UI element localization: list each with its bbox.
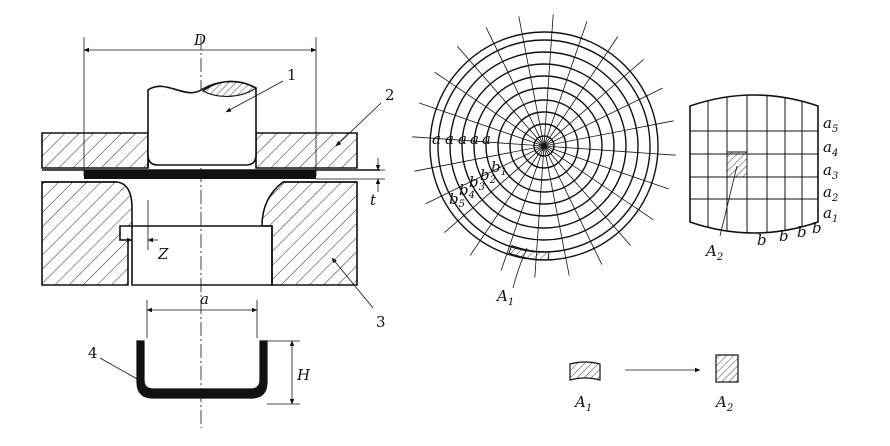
sheet-blank — [84, 170, 316, 179]
blank-ring-10 — [429, 31, 659, 261]
ring-mark-4: a — [470, 130, 479, 148]
label-a2-small: A2 — [714, 393, 733, 414]
blank-ring-5 — [485, 87, 603, 205]
element-a2-on-wall — [726, 151, 748, 178]
drawn-cup-part-4: a H 4 — [88, 290, 311, 405]
arc-mark-b2: b2 — [480, 166, 496, 186]
element-a2-shape — [715, 354, 739, 383]
label-t: t — [370, 191, 377, 209]
label-b-4: b — [812, 219, 822, 237]
arc-mark-b4: b4 — [459, 181, 475, 201]
blank-ring-1 — [533, 135, 555, 157]
circular-blank-grid: a a a a a b5 b4 b3 b2 b1 A1 — [412, 14, 676, 308]
label-a3: a3 — [823, 161, 838, 182]
label-b-2: b — [779, 227, 789, 245]
label-part-4: 4 — [88, 344, 98, 362]
blank-ring-4 — [497, 99, 591, 193]
label-part-1: 1 — [287, 66, 297, 84]
blank-ring-6 — [473, 75, 615, 217]
label-part-2: 2 — [385, 86, 395, 104]
ring-mark-5: a — [482, 130, 491, 148]
thickness-t-dimension: t — [316, 158, 385, 209]
element-transformation: A1 A2 — [569, 354, 739, 414]
arc-mark-b3: b3 — [469, 173, 485, 193]
punch-part-1 — [147, 80, 258, 168]
arc-mark-b5: b5 — [449, 190, 465, 210]
ring-mark-3: a — [458, 130, 467, 148]
label-a1-small: A1 — [573, 393, 592, 414]
label-part-3: 3 — [376, 313, 386, 331]
label-b-3: b — [797, 223, 807, 241]
blank-ray-12 — [414, 120, 674, 172]
arc-mark-b1: b1 — [491, 158, 507, 178]
label-z: Z — [157, 245, 169, 263]
die-part-3 — [41, 181, 358, 286]
label-h: H — [296, 366, 311, 384]
label-a: a — [200, 290, 209, 308]
label-a1-blank: A1 — [495, 287, 514, 308]
blank-ring-8 — [449, 51, 639, 241]
label-a4: a4 — [823, 138, 838, 159]
blank-ring-3 — [509, 111, 579, 181]
blank-ring-2 — [521, 123, 567, 169]
cylinder-wall-grid: a5 a4 a3 a2 a1 b b b b A2 — [689, 94, 838, 263]
label-a1: a1 — [823, 204, 838, 225]
label-b-1: b — [757, 231, 767, 249]
ring-mark-2: a — [445, 130, 454, 148]
blank-ring-7 — [461, 63, 627, 229]
label-a2-wall: A2 — [704, 242, 723, 263]
clearance-z-dimension: Z — [122, 200, 169, 263]
label-d: D — [193, 31, 206, 49]
element-a1-shape — [569, 361, 601, 381]
label-a2: a2 — [823, 183, 838, 204]
label-a5: a5 — [823, 114, 838, 135]
ring-mark-1: a — [432, 130, 441, 148]
blank-ring-9 — [437, 39, 651, 253]
drawing-die-section: D t — [41, 31, 395, 428]
